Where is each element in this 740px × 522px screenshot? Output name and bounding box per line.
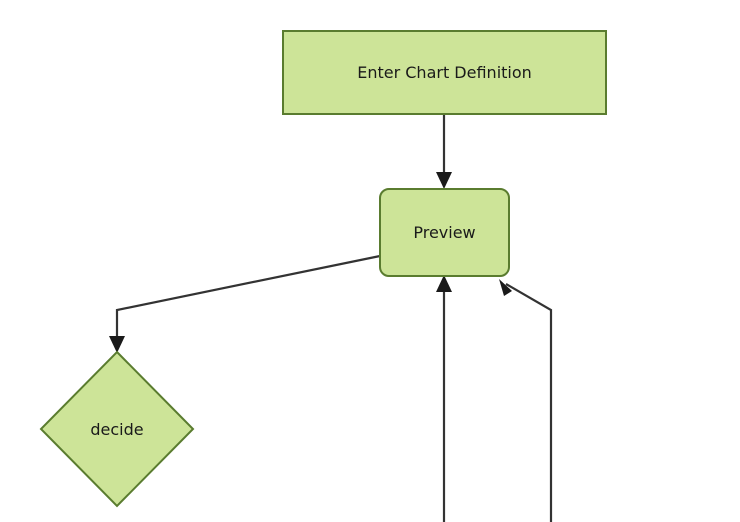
node-preview-shape[interactable] (379, 188, 510, 277)
node-decide-label: decide (90, 420, 143, 439)
node-preview[interactable]: Preview (379, 188, 510, 277)
node-enter-chart-definition-label: Enter Chart Definition (357, 63, 532, 82)
edge-enter-to-preview (436, 114, 452, 189)
edge-preview-to-decide-line (115, 254, 381, 344)
edge-bottom-right-to-preview (499, 279, 553, 522)
node-decide[interactable]: decide (39, 350, 195, 508)
node-decide-shape[interactable] (39, 350, 195, 508)
node-layer: Enter Chart Definition Preview decide (39, 30, 607, 508)
arrow-head-icon (436, 172, 452, 189)
edge-layer (109, 114, 553, 522)
arrow-head-icon (109, 336, 125, 353)
node-preview-label: Preview (413, 223, 475, 242)
arrow-head-icon (499, 279, 512, 296)
edge-preview-to-decide (109, 254, 381, 353)
edge-bottom-center-to-preview (436, 275, 452, 522)
arrow-head-icon (436, 275, 452, 292)
edge-bottom-right-to-preview-line (505, 283, 553, 522)
node-enter-chart-definition-shape[interactable] (282, 30, 607, 115)
node-enter-chart-definition[interactable]: Enter Chart Definition (282, 30, 607, 115)
